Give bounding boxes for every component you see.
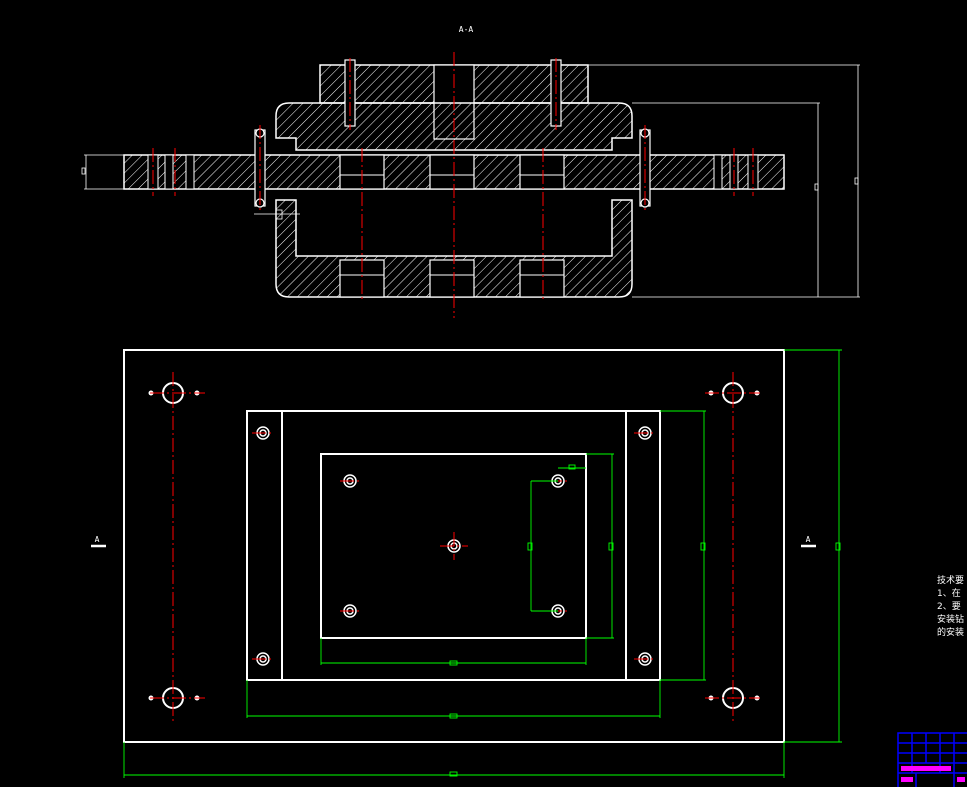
svg-text:A: A [806, 535, 811, 544]
notes-line: 1、在 [937, 589, 961, 599]
drill-plate [320, 453, 587, 639]
base-plate [123, 349, 785, 743]
plan-centerlines [150, 372, 760, 722]
bush [519, 154, 565, 190]
section-dimensions [81, 64, 860, 298]
bush [429, 154, 475, 190]
section-marker-left: A [91, 535, 106, 548]
bar-hole [185, 154, 195, 190]
bar-hole [713, 154, 723, 190]
bar-hole [164, 154, 174, 190]
frame-outer [246, 410, 661, 681]
notes-line: 的安装 [937, 628, 965, 638]
notes-line: 2、要 [937, 602, 961, 612]
title-block-text [901, 766, 965, 782]
notes-heading: 技术要 [937, 576, 965, 586]
section-title: A-A [459, 25, 474, 34]
section-marker-right: A [801, 535, 816, 548]
section-centerlines [152, 52, 754, 318]
technical-notes: 技术要 1、在 2、要 安装钻 的安装 [937, 575, 964, 640]
plan-dimensions [123, 349, 842, 778]
plan-view: A A [91, 349, 842, 778]
bush [429, 259, 475, 298]
svg-text:A: A [95, 535, 100, 544]
notes-line: 安装钻 [937, 615, 965, 625]
bush [519, 259, 565, 298]
section-view: A-A [81, 25, 860, 318]
